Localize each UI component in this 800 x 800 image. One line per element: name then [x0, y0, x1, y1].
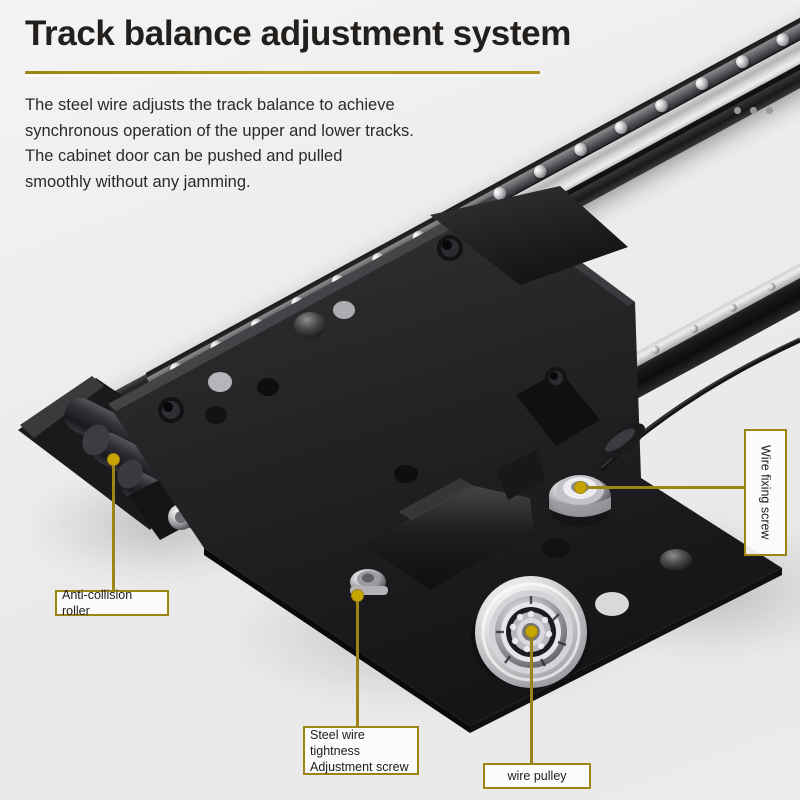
callout-label: Wire fixing screw	[758, 445, 773, 540]
callout-leader-anti-collision-roller	[112, 465, 115, 591]
wire-guide-bar-top	[398, 478, 474, 520]
plate-edge-thickness	[204, 548, 470, 733]
callout-label-line1: Steel wire tightness	[310, 727, 365, 758]
callout-label: Anti-collision roller	[62, 588, 133, 618]
plate-top-bevel	[108, 196, 500, 411]
plate-edge-thickness-right	[470, 568, 782, 733]
wire-guide-bar	[364, 485, 534, 590]
description-line: The steel wire adjusts the track balance…	[25, 96, 395, 114]
title-divider-sheen	[25, 75, 540, 77]
callout-steel-wire-tightness-adjustment-screw[interactable]: Steel wire tightness Adjustment screw	[303, 726, 419, 775]
callout-leader-wire-fixing-screw	[586, 486, 746, 489]
callout-leader-steel-wire-tightness-adjustment-screw	[356, 601, 359, 727]
main-mounting-plate	[108, 196, 782, 726]
plate-notch	[516, 371, 600, 446]
description-line: smoothly without any jamming.	[25, 172, 251, 191]
plate-countersunk-screws	[158, 235, 567, 423]
wire-guide-bracket	[496, 450, 546, 500]
description-line: The cabinet door can be pushed and pulle…	[25, 147, 343, 165]
callout-label: wire pulley	[507, 769, 567, 783]
description-paragraph: The steel wire adjusts the track balance…	[25, 93, 495, 195]
rail-marker-dot	[734, 107, 741, 114]
page-title: Track balance adjustment system	[25, 14, 571, 53]
wire-fixing-screw	[548, 475, 612, 527]
callout-wire-fixing-screw[interactable]: Wire fixing screw	[744, 429, 787, 556]
plate-through-holes	[205, 301, 692, 616]
rail-marker-dot	[750, 107, 757, 114]
callout-label-line2: Adjustment screw	[310, 759, 409, 774]
rail-end-bracket-lip	[20, 376, 104, 438]
callout-anti-collision-roller[interactable]: Anti-collision roller	[55, 588, 169, 618]
callout-wire-pulley[interactable]: wire pulley	[483, 763, 591, 789]
callout-leader-wire-pulley	[530, 637, 533, 764]
title-divider	[25, 71, 540, 74]
upper-plate-shelf	[430, 186, 628, 285]
description-line: synchronous operation of the upper and l…	[25, 121, 414, 140]
rail-marker-dot	[766, 107, 773, 114]
